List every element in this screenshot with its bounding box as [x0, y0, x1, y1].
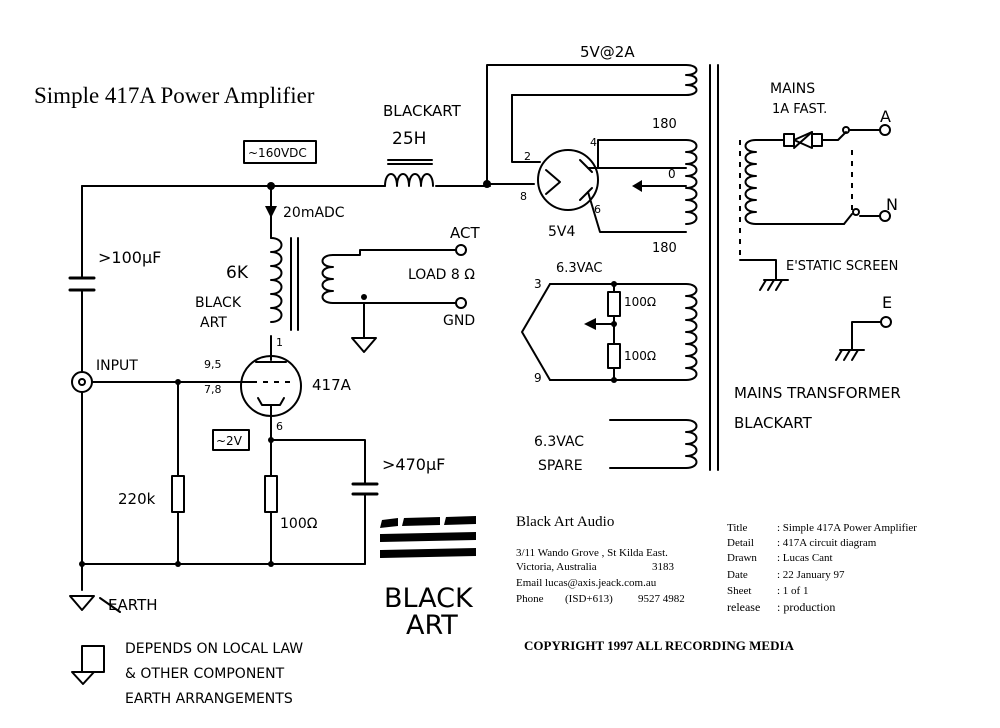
diagram-title: Simple 417A Power Amplifier — [34, 83, 315, 108]
tube-pin-1: 1 — [276, 336, 283, 349]
choke — [384, 159, 434, 187]
title-block-key-sheet: Sheet — [727, 585, 751, 597]
title-block: Title : Simple 417A Power Amplifier Deta… — [727, 522, 917, 614]
choke-maker-label: BLACKART — [383, 102, 462, 120]
note-line-1: DEPENDS ON LOCAL LAW — [125, 641, 303, 657]
rect-pin-4: 4 — [590, 136, 597, 149]
gnd-label: GND — [443, 313, 475, 329]
mains-e-label: E — [882, 293, 892, 312]
company-phone-label: Phone — [516, 593, 544, 605]
copyright-notice: COPYRIGHT 1997 ALL RECORDING MEDIA — [524, 638, 795, 653]
reservoir-cap-label: >100μF — [98, 248, 161, 267]
load-label: LOAD 8 Ω — [408, 267, 475, 283]
company-phone-number: 9527 4982 — [638, 593, 685, 605]
b-plus-label: ~160VDC — [248, 146, 307, 160]
mains-fuse — [783, 126, 881, 225]
b-plus-box — [243, 140, 317, 164]
title-block-key-date: Date — [727, 569, 748, 581]
rectifier-heater-label: 5V@2A — [580, 43, 635, 61]
tube-417a — [240, 335, 302, 433]
hv-bottom-label: 180 — [652, 241, 677, 256]
spare-label-2: SPARE — [538, 458, 583, 474]
company-address-1: 3/11 Wando Grove , St Kilda East. — [516, 547, 668, 559]
spare-label-1: 6.3VAC — [534, 434, 584, 450]
transformer-label-1: MAINS TRANSFORMER — [734, 384, 901, 402]
company-address-2: Victoria, Australia — [516, 561, 597, 573]
title-block-key-drawn: Drawn — [727, 552, 757, 564]
note-earth-symbol — [71, 645, 105, 685]
company-email: Email lucas@axis.jeack.com.au — [516, 577, 657, 589]
cathode-resistor — [264, 475, 278, 565]
logo-text-2: ART — [406, 610, 458, 641]
company-phone-code: (ISD+613) — [565, 593, 613, 605]
heater-pin-9: 9 — [534, 371, 542, 385]
mains-fuse-label-1: MAINS — [770, 81, 815, 97]
title-block-value-detail: : 417A circuit diagram — [777, 537, 877, 549]
note-line-3: EARTH ARRANGEMENTS — [125, 691, 293, 707]
ot-maker-label-1: BLACK — [195, 295, 242, 311]
title-block-value-date: : 22 January 97 — [777, 569, 845, 581]
title-block-value-release: : production — [777, 600, 835, 614]
title-block-key-release: release — [727, 600, 760, 614]
secondary-5v-winding — [685, 64, 698, 96]
rect-pin-8: 8 — [520, 190, 527, 203]
heater-r-top-label: 100Ω — [624, 295, 656, 309]
tube-pin-6: 6 — [276, 420, 283, 433]
heater-pin-3: 3 — [534, 277, 542, 291]
ot-maker-label-2: ART — [200, 315, 227, 331]
title-block-key-title: Title — [727, 522, 748, 534]
mains-primary — [739, 139, 845, 291]
mains-a-label: A — [880, 107, 891, 126]
heater-voltage-label: 6.3VAC — [556, 261, 602, 276]
cathode-cap-label: >470μF — [382, 455, 445, 474]
transformer-label-2: BLACKART — [734, 414, 813, 432]
choke-value-label: 25H — [392, 129, 426, 149]
mains-fuse-label-2: 1A FAST. — [772, 102, 827, 117]
note-line-2: & OTHER COMPONENT — [125, 666, 285, 682]
rect-pin-6: 6 — [594, 203, 601, 216]
tube-label: 417A — [312, 376, 352, 394]
bias-voltage-label: ~2V — [216, 434, 243, 448]
cathode-capacitor — [351, 482, 379, 565]
heater-r-bottom-label: 100Ω — [624, 349, 656, 363]
input-label: INPUT — [96, 358, 138, 374]
rect-pin-2: 2 — [524, 150, 531, 163]
tube-pin-95: 9,5 — [204, 358, 222, 371]
title-block-value-drawn: : Lucas Cant — [777, 552, 833, 564]
hv-center-label: 0 — [668, 167, 676, 181]
ot-value-label: 6K — [226, 263, 249, 283]
earth-label: EARTH — [108, 596, 158, 614]
hv-secondary — [632, 139, 698, 225]
rectifier-tube-label: 5V4 — [548, 224, 575, 240]
company-name: Black Art Audio — [516, 514, 614, 530]
cathode-resistor-label: 100Ω — [280, 516, 318, 532]
heater-winding — [521, 281, 698, 383]
b-plus-rail — [81, 180, 491, 190]
input-jack — [71, 371, 253, 393]
rectifier-tube-5v4 — [537, 139, 687, 233]
current-label: 20mADC — [283, 205, 345, 221]
title-block-value-title: : Simple 417A Power Amplifier — [777, 522, 917, 534]
logo-text-1: BLACK — [384, 583, 474, 614]
output-transformer — [270, 217, 467, 353]
grid-resistor — [171, 381, 185, 565]
title-block-key-detail: Detail — [727, 537, 754, 549]
hv-top-label: 180 — [652, 117, 677, 132]
black-art-logo: BLACK ART — [380, 516, 476, 641]
grid-resistor-label: 220k — [118, 490, 156, 508]
reservoir-capacitor — [68, 185, 96, 591]
title-block-value-sheet: : 1 of 1 — [777, 585, 808, 597]
estatic-screen-label: E'STATIC SCREEN — [786, 259, 898, 274]
company-postcode: 3183 — [652, 561, 675, 573]
spare-winding — [609, 419, 698, 469]
mains-earth — [835, 316, 892, 361]
mains-n-label: N — [886, 195, 898, 214]
act-label: ACT — [450, 224, 480, 242]
earth-symbol — [69, 595, 121, 613]
tube-pin-78: 7,8 — [204, 383, 222, 396]
